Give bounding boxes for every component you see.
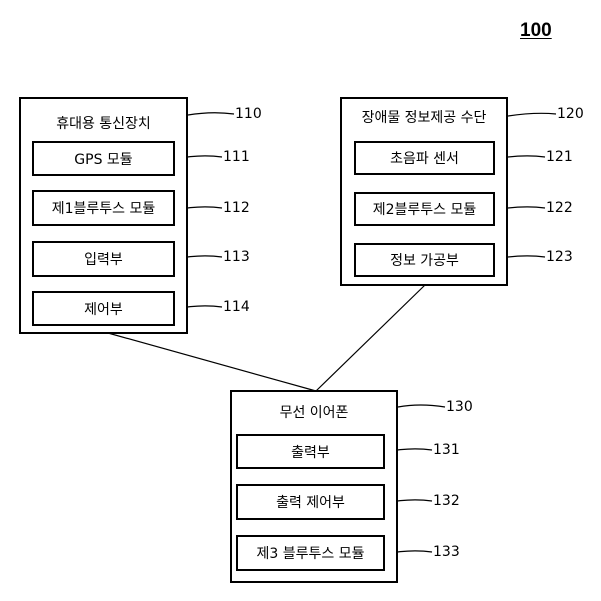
- ref-120: 120: [557, 106, 584, 122]
- control-unit-label: 제어부: [84, 301, 123, 318]
- leader-110: [187, 112, 235, 116]
- ref-131: 131: [433, 442, 460, 458]
- gps-module-box: GPS 모듈: [32, 141, 175, 176]
- ref-111: 111: [223, 149, 250, 165]
- output-unit-label: 출력부: [291, 444, 330, 461]
- ref-122: 122: [546, 200, 573, 216]
- output-control-unit-box: 출력 제어부: [236, 484, 385, 520]
- second-bluetooth-module-label: 제2블루투스 모듈: [372, 202, 477, 218]
- leader-130: [397, 404, 446, 408]
- third-bluetooth-module-label: 제3 블루투스 모듈: [256, 546, 365, 562]
- ref-110: 110: [235, 106, 262, 122]
- wireless-earphone-title: 무선 이어폰: [279, 405, 349, 421]
- third-bluetooth-module-box: 제3 블루투스 모듈: [236, 535, 385, 571]
- ref-112: 112: [223, 200, 250, 216]
- info-processing-unit-box: 정보 가공부: [354, 243, 495, 277]
- second-bluetooth-module-box: 제2블루투스 모듈: [354, 192, 495, 226]
- ultrasonic-sensor-box: 초음파 센서: [354, 141, 495, 175]
- output-control-unit-label: 출력 제어부: [276, 495, 345, 511]
- input-unit-label: 입력부: [84, 252, 123, 268]
- ref-114: 114: [223, 299, 250, 315]
- ref-132: 132: [433, 493, 460, 509]
- ref-123: 123: [546, 249, 573, 265]
- ref-113: 113: [223, 249, 250, 265]
- ref-121: 121: [546, 149, 573, 165]
- figure-number: 100: [520, 20, 552, 41]
- connector-120-130: [315, 284, 426, 392]
- ultrasonic-sensor-label: 초음파 센서: [390, 151, 459, 167]
- output-unit-box: 출력부: [236, 434, 385, 469]
- portable-device-title: 휴대용 통신장치: [56, 116, 151, 132]
- control-unit-box: 제어부: [32, 291, 175, 326]
- first-bluetooth-module-box: 제1블루투스 모듈: [32, 190, 175, 226]
- info-processing-unit-label: 정보 가공부: [390, 253, 459, 269]
- obstacle-info-title: 장애물 정보제공 수단: [361, 110, 487, 126]
- first-bluetooth-module-label: 제1블루투스 모듈: [51, 201, 156, 217]
- gps-module-label: GPS 모듈: [74, 151, 133, 168]
- connector-110-130: [107, 332, 317, 392]
- ref-133: 133: [433, 544, 460, 560]
- ref-130: 130: [446, 399, 473, 415]
- leader-120: [507, 112, 557, 117]
- input-unit-box: 입력부: [32, 241, 175, 277]
